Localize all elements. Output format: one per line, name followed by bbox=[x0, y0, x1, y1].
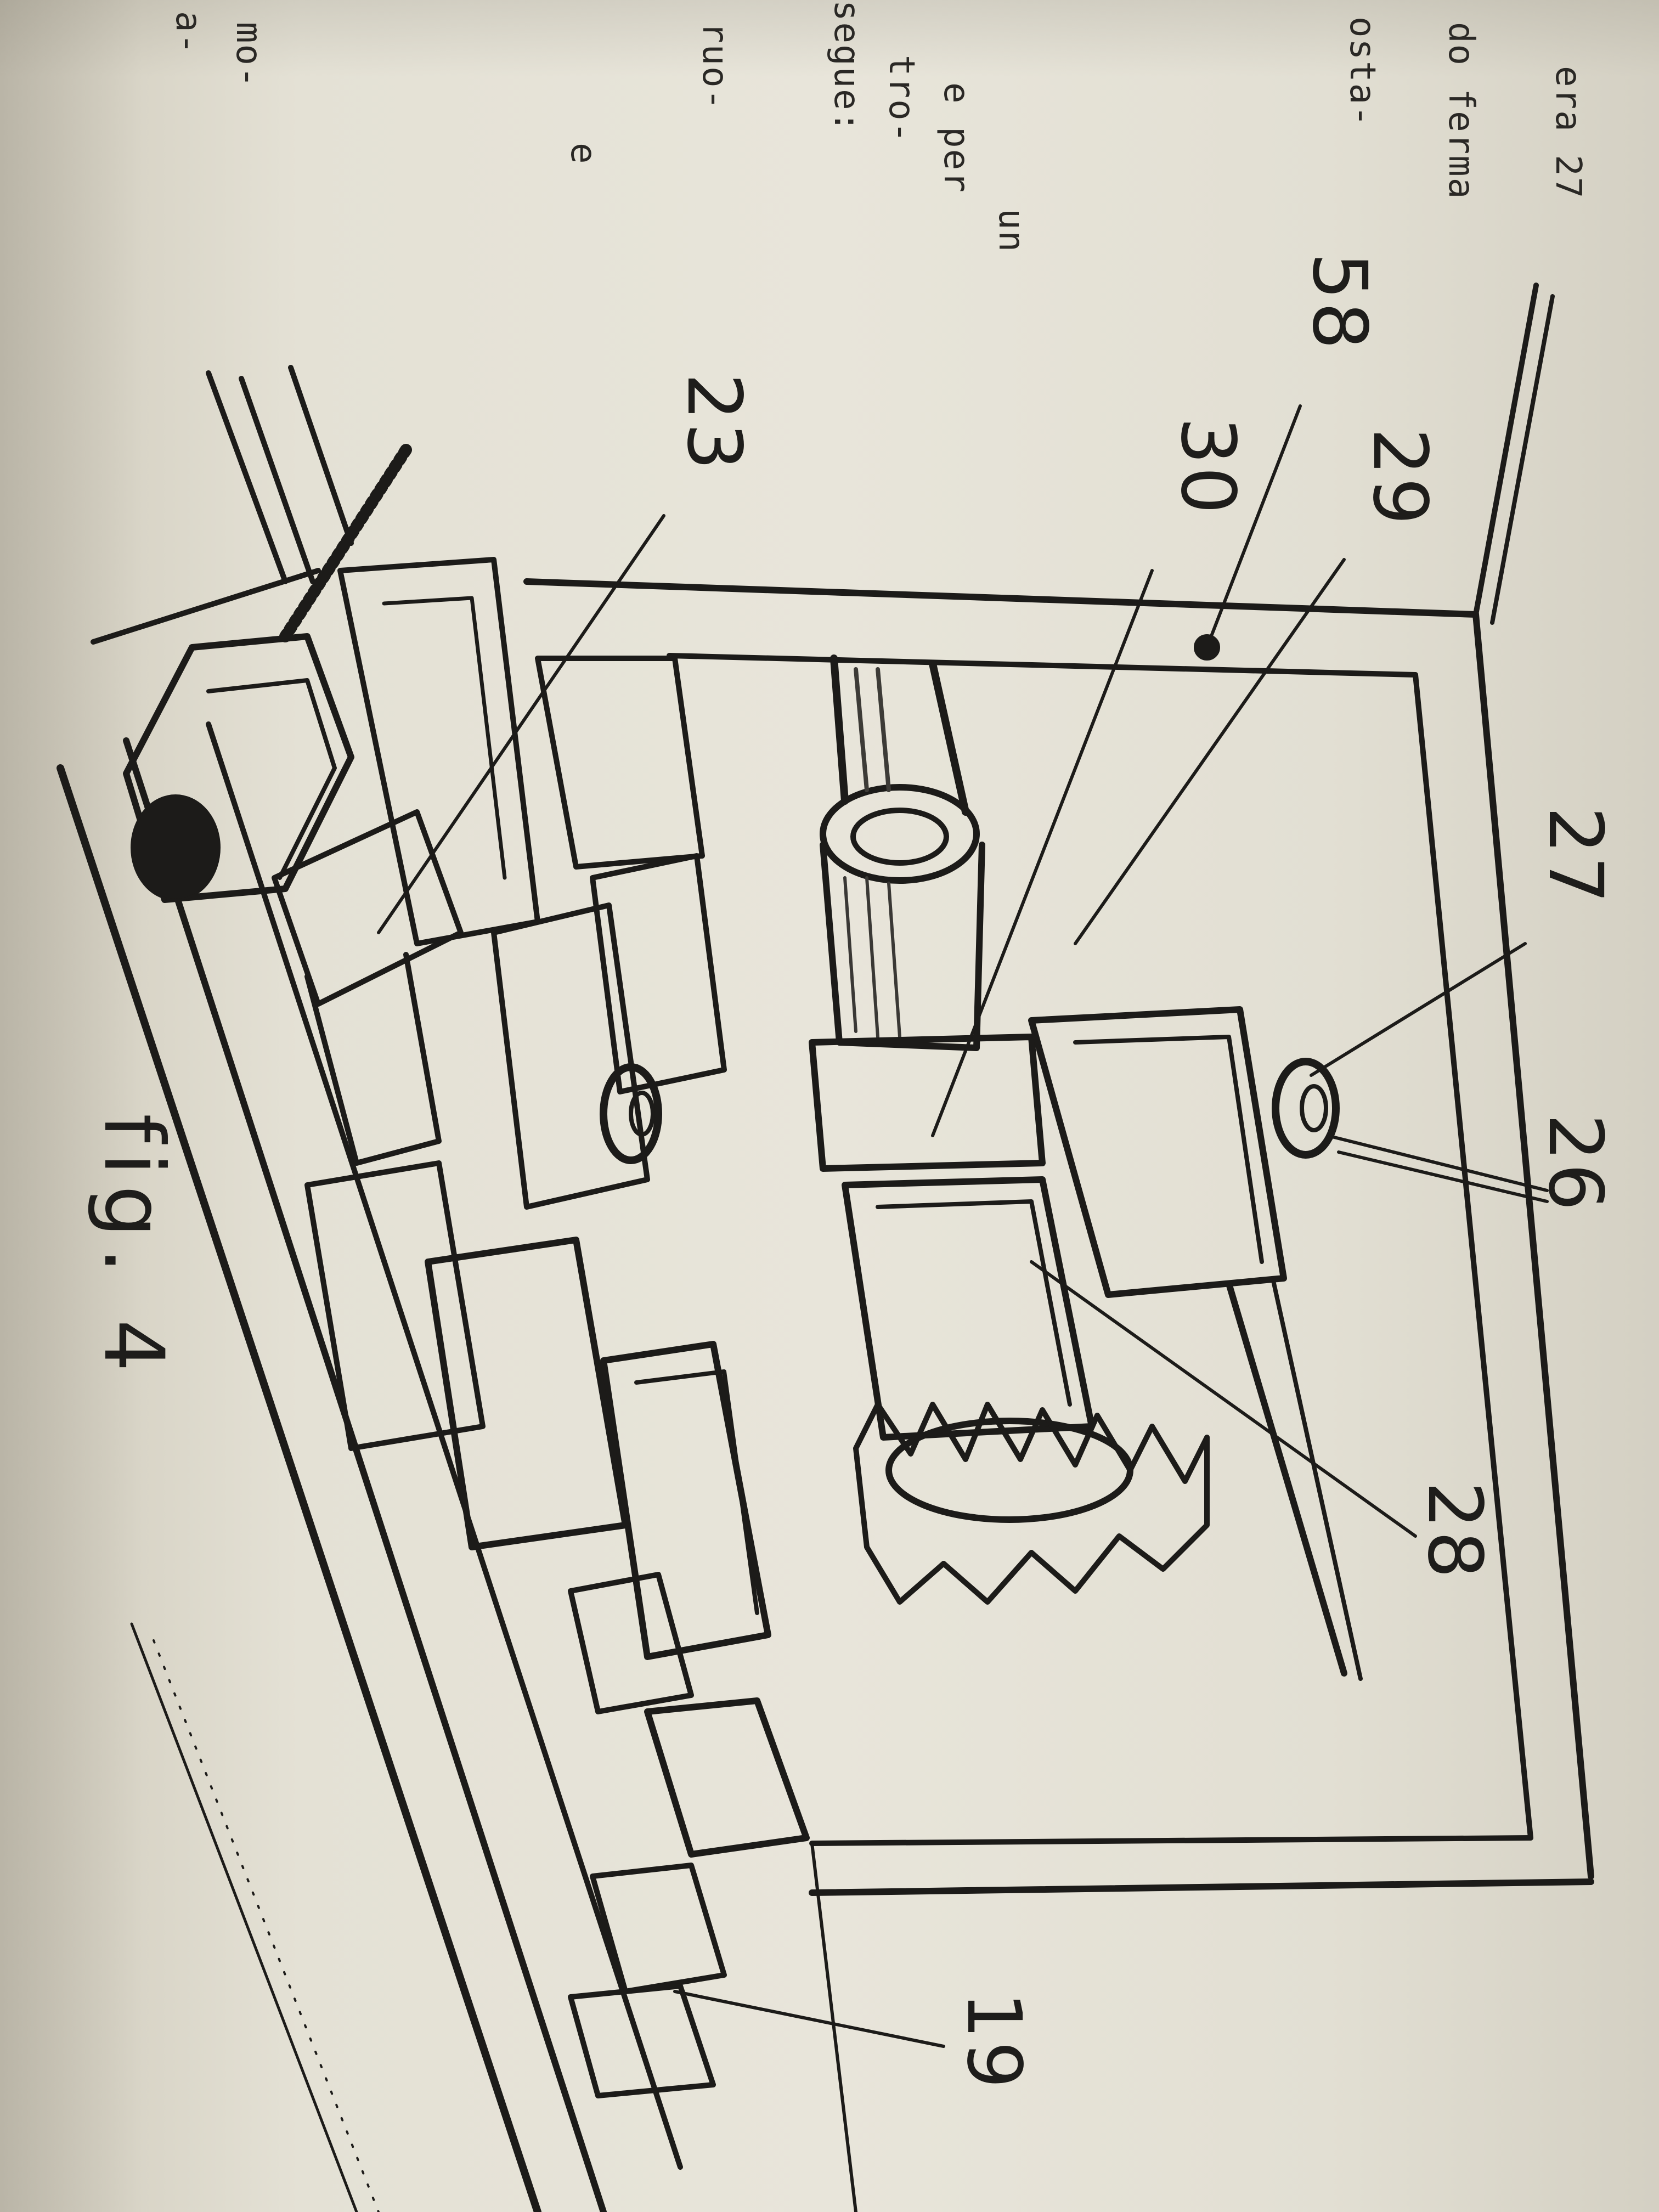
spindle-body-face bbox=[876, 1199, 1072, 1407]
text-fragment-2: do ferma bbox=[1441, 22, 1481, 200]
text-fragment-5: e per bbox=[936, 82, 977, 194]
coupling-left bbox=[272, 809, 464, 1007]
lower-base-block bbox=[568, 1983, 716, 2098]
lower-motor-a bbox=[600, 1341, 771, 1660]
base-rail-inner bbox=[123, 737, 607, 2212]
text-fragment-7: segue: bbox=[826, 0, 867, 134]
cutter-teeth bbox=[853, 1402, 1210, 1605]
lower-coupling-b bbox=[590, 1863, 727, 1994]
brace-right bbox=[1226, 1280, 1347, 1677]
motor-end-dark bbox=[131, 794, 221, 901]
knob-right-inner bbox=[1300, 1084, 1328, 1132]
knob-left bbox=[600, 1063, 662, 1164]
leader-30 bbox=[931, 569, 1154, 1137]
leader-26a bbox=[1326, 1134, 1549, 1192]
block-mid bbox=[590, 853, 727, 1094]
pillar-body bbox=[820, 842, 985, 1051]
frame-bottom-edge bbox=[809, 1835, 1533, 1846]
leader-29 bbox=[1074, 558, 1346, 945]
frame-upper-diagonal bbox=[1473, 283, 1539, 617]
callout-23: 23 bbox=[670, 373, 757, 473]
thin-line-lower-2 bbox=[153, 1639, 380, 2212]
frame-bottom-edge-2 bbox=[809, 1878, 1594, 1896]
block-upper-a bbox=[337, 557, 540, 946]
guide-bar-1 bbox=[206, 370, 288, 584]
lower-carriage-2 bbox=[304, 1160, 486, 1451]
leader-28 bbox=[1030, 1260, 1417, 1538]
spindle-body bbox=[842, 1176, 1095, 1441]
motor-box-face bbox=[206, 678, 337, 880]
callout-27: 27 bbox=[1532, 806, 1618, 906]
callout-28: 28 bbox=[1411, 1481, 1498, 1581]
shaft-left bbox=[304, 952, 442, 1166]
right-housing-face bbox=[1073, 1035, 1264, 1264]
callout-26: 26 bbox=[1532, 1114, 1618, 1214]
screw-rod bbox=[279, 444, 412, 642]
frame-top-edge bbox=[523, 578, 1479, 618]
guide-bar-2 bbox=[239, 376, 315, 584]
block-upper-b bbox=[382, 596, 507, 880]
vertical-guide-lower bbox=[810, 1842, 857, 2212]
lower-motor-b bbox=[644, 1697, 810, 1858]
brace-right-2 bbox=[1271, 1276, 1363, 1681]
figure-caption: fig. 4 bbox=[86, 1114, 181, 1382]
frame-top-edge-2 bbox=[667, 653, 1418, 678]
text-fragment-1: era 27 bbox=[1548, 66, 1588, 200]
motor-box bbox=[123, 633, 354, 903]
base-rail-3 bbox=[206, 721, 683, 2170]
leader-19 bbox=[673, 1990, 945, 2048]
right-housing bbox=[1028, 1006, 1287, 1298]
base-rail-outer bbox=[57, 764, 541, 2212]
text-fragment-3: osta- bbox=[1342, 16, 1383, 128]
frame-right-edge bbox=[1472, 611, 1594, 1880]
text-fragment-11: e bbox=[563, 143, 603, 165]
side-bar bbox=[91, 568, 321, 645]
leader-27 bbox=[1310, 942, 1527, 1077]
text-fragment-4: un bbox=[991, 208, 1031, 253]
thin-line-lower bbox=[130, 1622, 358, 2212]
leader-26b bbox=[1337, 1150, 1549, 1203]
page-shadow-left bbox=[0, 0, 143, 2212]
rear-column-hatch bbox=[854, 667, 891, 792]
pillar-top bbox=[820, 784, 980, 884]
pillar-top-inner bbox=[850, 808, 949, 866]
leader-23 bbox=[377, 514, 665, 934]
callout-58: 58 bbox=[1296, 252, 1383, 352]
lower-coupling-a bbox=[568, 1572, 694, 1714]
page-shadow-top bbox=[0, 0, 1659, 77]
text-fragment-10: a- bbox=[168, 11, 208, 56]
text-fragment-6: tro- bbox=[881, 55, 922, 144]
rear-column bbox=[830, 654, 969, 816]
lower-carriage bbox=[425, 1237, 629, 1550]
text-fragment-9: mo- bbox=[228, 22, 269, 89]
leader-58 bbox=[1205, 404, 1302, 649]
pillar-base-plate bbox=[809, 1034, 1046, 1172]
frame-right-edge-2 bbox=[1413, 672, 1533, 1841]
text-fragment-8: ruo- bbox=[695, 22, 735, 111]
callout-30: 30 bbox=[1164, 417, 1251, 517]
pillar-shading bbox=[843, 876, 901, 1039]
lower-motor-a-face bbox=[634, 1369, 759, 1615]
frame-upper-diagonal-2 bbox=[1490, 294, 1555, 625]
callout-29: 29 bbox=[1356, 428, 1443, 528]
screw-58 bbox=[1194, 634, 1220, 661]
guide-bar-3 bbox=[288, 365, 354, 546]
knob-left-inner bbox=[629, 1091, 655, 1137]
block-upper-c bbox=[535, 656, 705, 870]
knob-right bbox=[1272, 1058, 1340, 1159]
block-mid-2 bbox=[491, 902, 650, 1210]
callout-19: 19 bbox=[950, 1991, 1037, 2091]
